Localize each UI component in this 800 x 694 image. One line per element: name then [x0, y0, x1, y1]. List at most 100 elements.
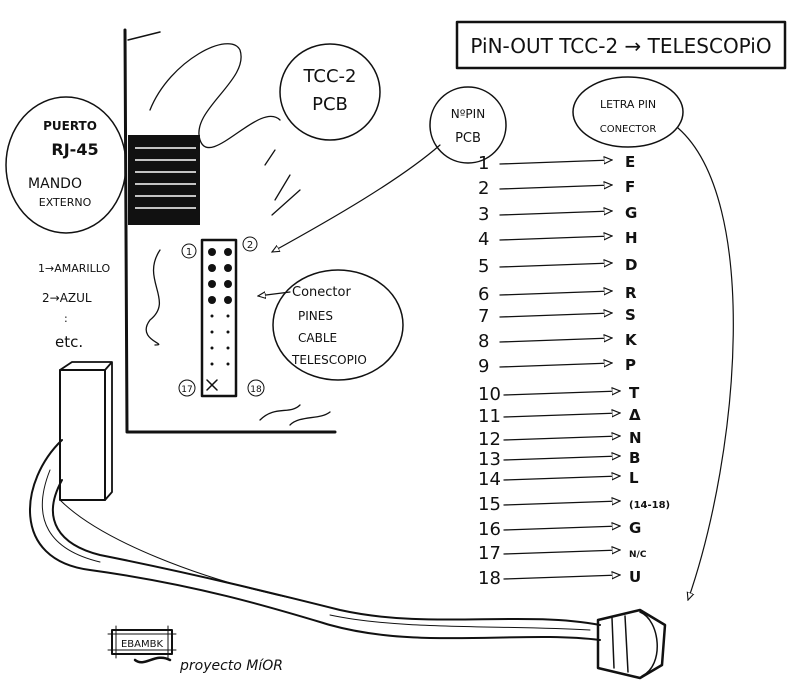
svg-text:CONECTOR: CONECTOR [600, 124, 657, 135]
connector-pin-dot [208, 264, 216, 272]
pin-number: 12 [478, 429, 501, 450]
svg-text:etc.: etc. [55, 333, 83, 351]
svg-text:NºPIN: NºPIN [451, 107, 485, 121]
letter-header-label: LETRA PIN CONECTOR [572, 76, 734, 600]
svg-text::: : [64, 312, 68, 325]
connector-letter: E [625, 153, 635, 171]
rj45-port [128, 135, 200, 225]
pin-number: 9 [478, 356, 489, 377]
pin-number: 17 [478, 543, 501, 564]
rj45-label: PUERTO RJ-45 MANDO EXTERNO [5, 96, 127, 234]
pin-arrow [503, 575, 620, 579]
wire-color-notes: 1→AMARILLO 2→AZUL : etc. [38, 262, 111, 351]
svg-text:18: 18 [250, 385, 262, 395]
connector-letter: U [629, 568, 641, 586]
pin-number: 3 [478, 204, 489, 225]
connector-pin-dot [226, 314, 230, 318]
pin-number: 10 [478, 384, 501, 405]
pin-number: 7 [478, 306, 489, 327]
pin-arrow [499, 185, 612, 189]
connector-letter: K [625, 331, 638, 349]
svg-text:PINES: PINES [298, 309, 333, 323]
connector-letter: Δ [629, 406, 641, 424]
pin-number: 11 [478, 406, 501, 427]
svg-text:17: 17 [181, 385, 192, 395]
pin-arrow [499, 363, 612, 367]
connector-letter: (14-18) [629, 500, 670, 511]
pin-row: 11 Δ [478, 406, 641, 427]
pin-number: 16 [478, 519, 501, 540]
svg-text:PCB: PCB [312, 94, 348, 115]
svg-text:2: 2 [247, 240, 253, 251]
title: PiN-OUT TCC-2 → TELESCOPiO [470, 34, 771, 58]
signature-text: proyecto MíOR [179, 658, 283, 674]
pin-arrow [499, 211, 612, 215]
connector-pin-dot [224, 248, 232, 256]
svg-text:PCB: PCB [455, 131, 481, 146]
signature: EBAMBK proyecto MíOR [107, 625, 283, 674]
connector-pin-dot [208, 248, 216, 256]
svg-text:1→AMARILLO: 1→AMARILLO [38, 262, 111, 275]
pin-header-label: NºPIN PCB [272, 86, 507, 252]
svg-text:1: 1 [186, 247, 192, 258]
connector-pin-dot [210, 314, 214, 318]
telescope-cable [29, 361, 667, 680]
connector-letter: S [625, 306, 636, 324]
pin-row: 14 L [478, 469, 639, 490]
pin-number: 1 [478, 153, 489, 174]
connector-pin-dot [226, 346, 230, 350]
connector-pin-dot [226, 362, 230, 366]
title-box: PiN-OUT TCC-2 → TELESCOPiO [455, 20, 787, 70]
svg-text:CABLE: CABLE [298, 331, 337, 345]
connector-letter: L [629, 469, 639, 487]
pin-number: 6 [478, 284, 489, 305]
pin-arrow [499, 291, 612, 295]
pin-arrow [499, 313, 612, 317]
pin-number: 8 [478, 331, 489, 352]
pin-row: 13 B [478, 449, 640, 470]
pin-row: 15 (14-18) [478, 494, 670, 515]
connector-pin-dot [226, 330, 230, 334]
pin-arrow [499, 338, 612, 342]
svg-text:TELESCOPIO: TELESCOPIO [291, 353, 367, 367]
pin-number: 13 [478, 449, 501, 470]
pin-number: 15 [478, 494, 501, 515]
connector-pin-dot [208, 280, 216, 288]
connector-letter: G [625, 204, 637, 222]
connector-letter: B [629, 449, 640, 467]
svg-text:Conector: Conector [292, 285, 351, 300]
connector-pin-dot [210, 362, 214, 366]
pin-arrow [503, 413, 620, 417]
connector-letter: N [629, 429, 642, 447]
pin-number: 2 [478, 178, 489, 199]
connector-letter: P [625, 356, 636, 374]
connector-pin-dot [224, 280, 232, 288]
svg-text:MANDO: MANDO [28, 176, 82, 192]
pin-arrow [503, 436, 620, 440]
connector-pin-dot [210, 346, 214, 350]
svg-text:RJ-45: RJ-45 [51, 140, 98, 159]
pin-number: 14 [478, 469, 501, 490]
pcb-label: TCC-2 PCB [279, 43, 381, 141]
svg-text:EXTERNO: EXTERNO [39, 196, 92, 209]
pin-arrow [503, 550, 620, 554]
pin-arrow [503, 476, 620, 480]
svg-text:PUERTO: PUERTO [43, 119, 97, 133]
connector-letter: F [625, 178, 635, 196]
pin-arrow [499, 160, 612, 164]
connector-letter: D [625, 256, 637, 274]
pin-number: 5 [478, 256, 489, 277]
